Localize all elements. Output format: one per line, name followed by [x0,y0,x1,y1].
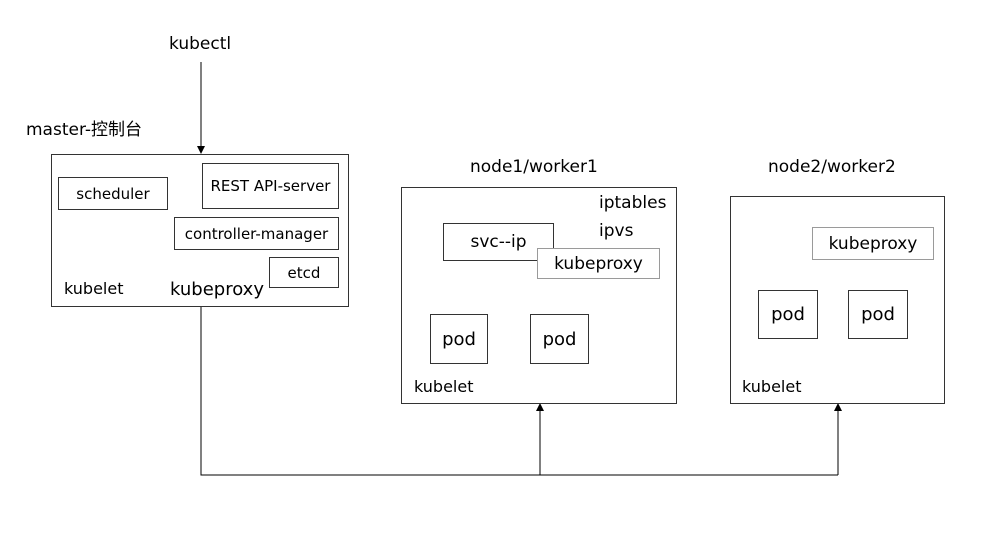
cluster-bus-line [200,306,838,476]
controller-manager-label: controller-manager [184,224,329,243]
node1-pod-1-label: pod [442,328,476,350]
etcd-box: etcd [269,257,339,288]
node1-title: node1/worker1 [470,157,598,177]
node2-kubeproxy-label: kubeproxy [828,233,918,254]
node1-pod-2-label: pod [542,328,577,350]
node1-kubelet-label: kubelet [414,377,474,396]
node1-kubeproxy-box: kubeproxy [537,248,660,279]
node2-pod-1-label: pod [771,304,805,325]
node2-kubeproxy-box: kubeproxy [812,227,934,260]
node1-pod-1: pod [430,314,488,364]
controller-manager-box: controller-manager [174,217,339,250]
node2-pod-2-label: pod [861,304,895,325]
scheduler-box: scheduler [58,177,168,210]
node2-title: node2/worker2 [768,157,896,177]
node2-kubelet-label: kubelet [742,377,802,396]
iptables-label: iptables [599,193,667,213]
etcd-label: etcd [287,263,321,282]
node1-kubeproxy-label: kubeproxy [554,253,643,274]
node1-pod-2: pod [530,314,589,364]
kubectl-label: kubectl [169,34,232,54]
svc-ip-box: svc--ip [443,223,554,261]
api-server-label: REST API-server [210,177,331,195]
ipvs-label: ipvs [599,221,634,241]
node2-pod-1: pod [758,290,818,339]
node2-pod-2: pod [848,290,908,339]
node1-box [401,187,677,404]
master-kubeproxy-label: kubeproxy [170,279,264,300]
svc-ip-label: svc--ip [470,232,527,252]
api-server-box: REST API-server [202,163,339,209]
master-kubelet-label: kubelet [64,279,124,298]
master-title: master-控制台 [26,120,142,140]
scheduler-label: scheduler [76,184,150,203]
